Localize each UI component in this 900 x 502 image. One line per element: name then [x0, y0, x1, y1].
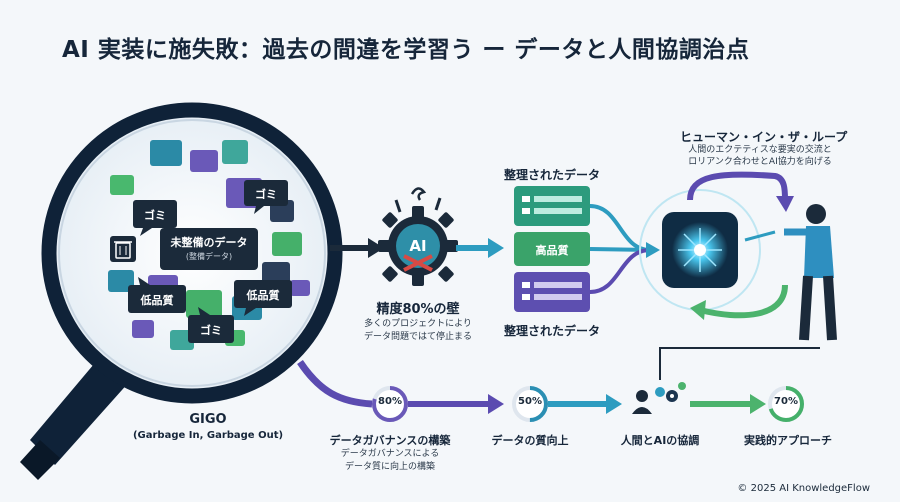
wall-title: 精度80%の壁 [376, 302, 460, 317]
center-bubble-sub: (整備データ) [185, 252, 233, 261]
trash-icon [110, 236, 136, 262]
step4-percent: 70% [774, 396, 798, 407]
arrow-to-ai-icon [368, 238, 384, 258]
progress-ring-fill-1 [372, 386, 408, 422]
people-gears-icon [632, 382, 686, 414]
hitl-desc-1: 人間のエクテティスな要実の交流と [688, 145, 832, 155]
progress-ring-fill-2 [512, 386, 548, 422]
step1-title: データガバナンスの構築 [329, 434, 451, 447]
data-block-top [514, 186, 590, 226]
bubble-gomi-3 [188, 307, 234, 343]
bubble-gomi-2-label: ゴミ [255, 188, 277, 201]
confusion-icon [394, 187, 442, 213]
bubble-low-quality-1-label: 低品質 [140, 294, 174, 307]
data-middle-label: 高品質 [535, 244, 569, 257]
bubble-gomi-3-label: ゴミ [200, 324, 222, 337]
bubble-low-quality-2 [234, 280, 292, 316]
step2-percent: 50% [518, 396, 542, 407]
data-block-bottom [514, 272, 590, 312]
step3-title: 人間とAIの協調 [620, 434, 700, 447]
step1-desc-1: データガバナンスによる [340, 449, 440, 459]
data-bottom-label: 整理されたデータ [503, 324, 600, 338]
step1-percent: 80% [378, 396, 402, 407]
bubble-gomi-1-label: ゴミ [144, 209, 166, 222]
data-top-label: 整理されたデータ [503, 168, 600, 182]
ai-gear-label: AI [409, 237, 427, 255]
bubble-low-quality-1 [128, 277, 186, 313]
center-bubble-label: 未整備のデータ [170, 236, 248, 249]
wall-desc-2: データ問題ではて停止まる [363, 332, 472, 342]
gigo-title: GIGO [189, 412, 227, 427]
ai-gear-icon [378, 206, 458, 286]
gigo-sub: (Garbage In, Garbage Out) [132, 430, 284, 441]
loop-arrow-top [687, 171, 788, 201]
person-icon [784, 204, 837, 341]
data-block-middle [514, 232, 590, 266]
footer-copyright: © 2025 AI KnowledgeFlow [737, 483, 870, 494]
step2-title: データの質向上 [491, 434, 569, 447]
page-title: AI 実装に施失敗：過去の間違を学習う ー データと人間協調治点 [62, 37, 750, 63]
bubble-center [160, 228, 258, 270]
hitl-title: ヒューマン・イン・ザ・ループ [680, 130, 848, 144]
wall-desc-1: 多くのプロジェクトにより [364, 319, 472, 329]
hitl-desc-2: ロリアンク合わせとAI協力を向げる [688, 157, 832, 167]
arrow-to-data-icon [488, 238, 504, 258]
step1-desc-2: データ質に向上の構築 [344, 462, 435, 472]
progress-ring-fill-4 [768, 386, 804, 422]
bubble-gomi-2 [244, 180, 288, 214]
bubble-gomi-1 [133, 200, 177, 236]
loop-arrow-bottom [699, 284, 788, 319]
bubble-low-quality-2-label: 低品質 [246, 289, 280, 302]
step4-title: 実践的アプローチ [744, 434, 832, 447]
